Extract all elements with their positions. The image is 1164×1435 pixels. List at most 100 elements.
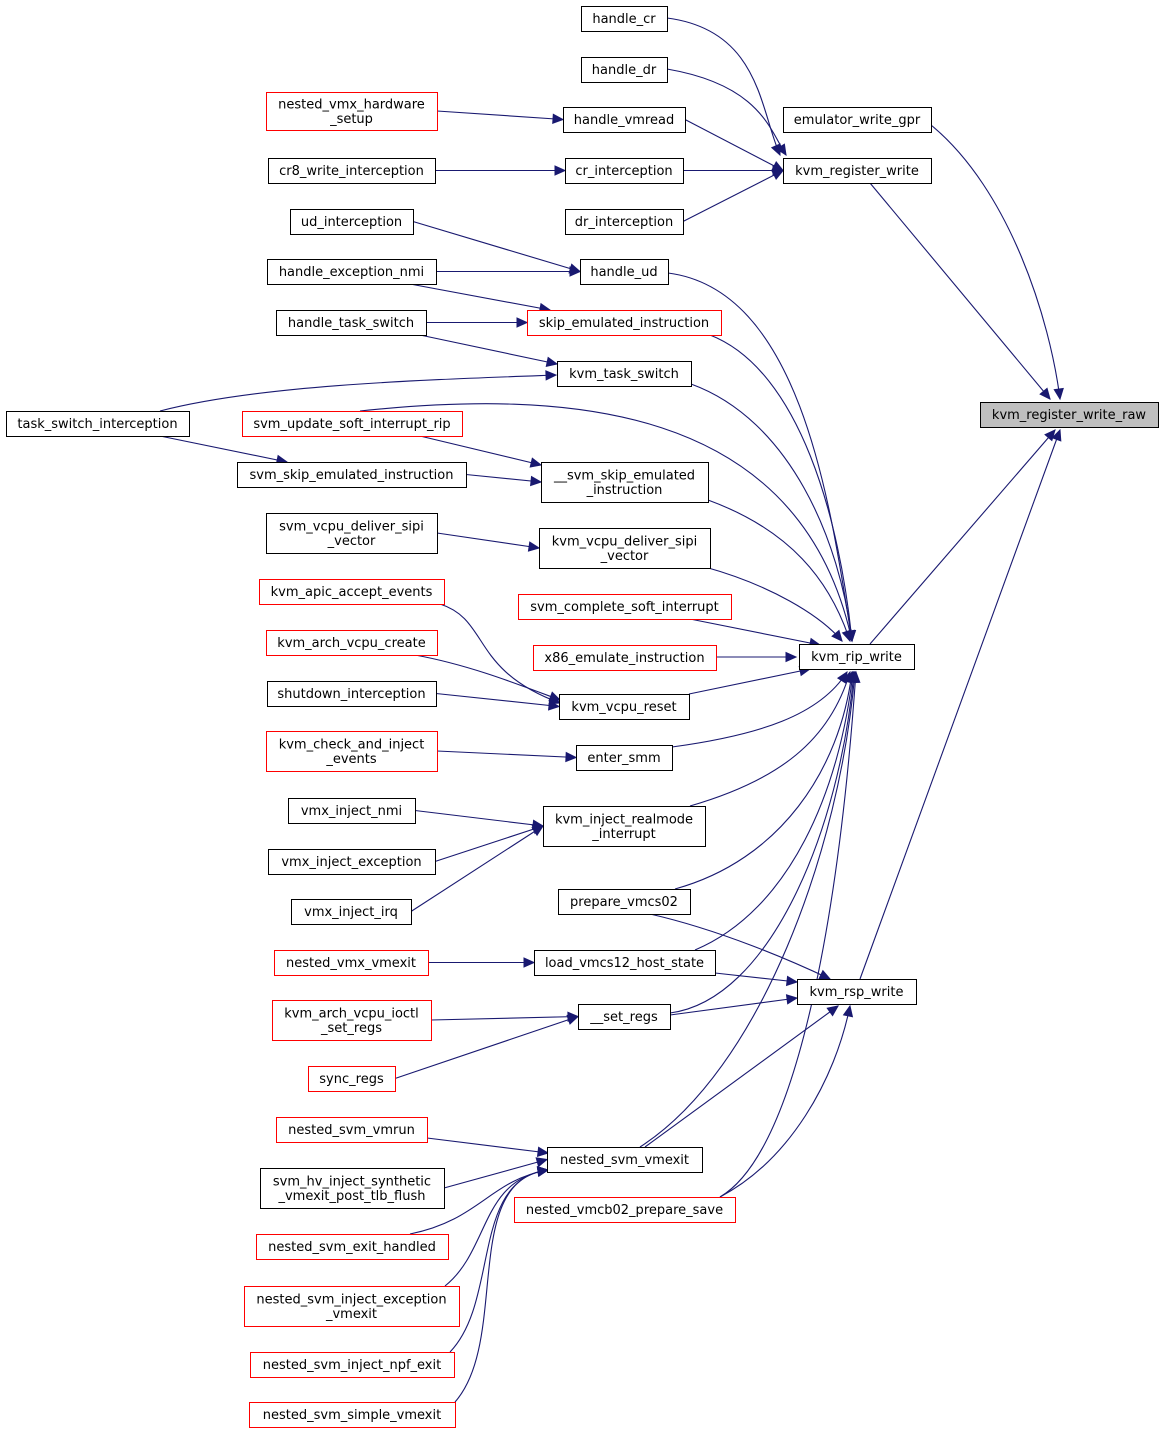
- arrowhead-icon: [531, 825, 545, 837]
- node-prepare-vmcs02[interactable]: prepare_vmcs02: [558, 889, 691, 915]
- node-kvm-arch-vcpu-create[interactable]: kvm_arch_vcpu_create: [266, 630, 438, 656]
- edge-kvm-arch-vcpu-create-to-kvm-vcpu-reset: [414, 654, 562, 702]
- node-box: [272, 1000, 432, 1041]
- node-nested-svm-vmexit[interactable]: nested_svm_vmexit: [547, 1147, 703, 1173]
- edge-line: [666, 17, 781, 156]
- edge-line: [707, 499, 851, 642]
- arrowhead-icon: [545, 356, 559, 367]
- node-handle-ud[interactable]: handle_ud: [580, 259, 669, 285]
- node-label: svm_update_soft_interrupt_rip: [253, 417, 450, 432]
- node-svm-hv-inject-synthetic-vmexit-post-tlb-flush[interactable]: svm_hv_inject_synthetic_vmexit_post_tlb_…: [260, 1168, 445, 1209]
- edge-svm-hv-inject-synthetic-vmexit-post-tlb-flush-to-nested-svm-vmexit: [443, 1157, 549, 1189]
- node-kvm-rsp-write[interactable]: kvm_rsp_write: [797, 979, 917, 1005]
- node-label: nested_svm_simple_vmexit: [263, 1408, 441, 1423]
- edge-vmx-inject-exception-to-kvm-inject-realmode-interrupt: [434, 824, 545, 863]
- edge-line: [669, 671, 855, 1014]
- node-handle-task-switch[interactable]: handle_task_switch: [276, 310, 427, 336]
- node-handle-vmread[interactable]: handle_vmread: [563, 107, 686, 133]
- arrowhead-icon: [1044, 429, 1056, 442]
- node-vmx-inject-exception[interactable]: vmx_inject_exception: [268, 849, 436, 875]
- node-box: [565, 209, 684, 235]
- node-label: kvm_vcpu_deliver_sipi_vector: [552, 534, 697, 564]
- node-label: handle_ud: [590, 265, 657, 280]
- node-box: [267, 259, 437, 285]
- node-cr8-write-interception[interactable]: cr8_write_interception: [268, 158, 436, 184]
- node-kvm-vcpu-deliver-sipi-vector[interactable]: kvm_vcpu_deliver_sipi_vector: [539, 528, 711, 569]
- node-kvm-inject-realmode-interrupt[interactable]: kvm_inject_realmode_interrupt: [543, 806, 706, 847]
- arrowhead-icon: [535, 1157, 549, 1168]
- node-handle-exception-nmi[interactable]: handle_exception_nmi: [267, 259, 437, 285]
- node-task-switch-interception[interactable]: task_switch_interception: [6, 411, 190, 437]
- node-sync-regs[interactable]: sync_regs: [308, 1066, 396, 1092]
- edge-line: [439, 603, 561, 704]
- arrowhead-icon: [850, 670, 861, 683]
- node-dr-interception[interactable]: dr_interception: [565, 209, 684, 235]
- node-handle-dr[interactable]: handle_dr: [581, 57, 668, 83]
- node-label: handle_dr: [592, 63, 657, 78]
- node-box: [260, 1168, 445, 1209]
- edge-line: [414, 654, 561, 701]
- node-label: kvm_apic_accept_events: [271, 585, 433, 600]
- edge-line: [410, 825, 544, 912]
- node-nested-svm-simple-vmexit[interactable]: nested_svm_simple_vmexit: [249, 1402, 456, 1428]
- node-svm-skip-emulated-instruction[interactable]: svm_skip_emulated_instruction: [237, 462, 467, 488]
- node-nested-vmx-vmexit[interactable]: nested_vmx_vmexit: [274, 950, 429, 976]
- edge-kvm-inject-realmode-interrupt-to-kvm-rip-write: [689, 670, 853, 807]
- node---svm-skip-emulated-instruction[interactable]: __svm_skip_emulated_instruction: [541, 462, 709, 503]
- edge-handle-dr-to-kvm-register-write: [666, 68, 787, 157]
- node-shutdown-interception[interactable]: shutdown_interception: [267, 681, 437, 707]
- node-x86-emulate-instruction[interactable]: x86_emulate_instruction: [533, 645, 717, 671]
- node-kvm-arch-vcpu-ioctl-set-regs[interactable]: kvm_arch_vcpu_ioctl_set_regs: [272, 1000, 432, 1041]
- node-svm-complete-soft-interrupt[interactable]: svm_complete_soft_interrupt: [518, 594, 732, 620]
- node-label: dr_interception: [575, 215, 673, 230]
- node-label: kvm_arch_vcpu_ioctl_set_regs: [284, 1006, 419, 1036]
- node-nested-svm-inject-npf-exit[interactable]: nested_svm_inject_npf_exit: [250, 1352, 455, 1378]
- node-handle-cr[interactable]: handle_cr: [581, 6, 668, 32]
- node-nested-vmx-hardware-setup[interactable]: nested_vmx_hardware_setup: [266, 92, 438, 131]
- node-enter-smm[interactable]: enter_smm: [576, 745, 673, 771]
- node-load-vmcs12-host-state[interactable]: load_vmcs12_host_state: [534, 950, 716, 976]
- edge-line: [436, 532, 540, 549]
- node-box: [250, 1352, 455, 1378]
- node-kvm-rip-write[interactable]: kvm_rip_write: [799, 644, 915, 670]
- edge-nested-svm-inject-exception-vmexit-to-nested-svm-vmexit: [444, 1166, 550, 1287]
- node-ud-interception[interactable]: ud_interception: [290, 209, 414, 235]
- edge-task-switch-interception-to-kvm-task-switch: [159, 370, 558, 412]
- arrowhead-icon: [775, 143, 787, 157]
- edge-line: [694, 671, 854, 951]
- node---set-regs[interactable]: __set_regs: [578, 1004, 671, 1030]
- node-skip-emulated-instruction[interactable]: skip_emulated_instruction: [527, 310, 722, 336]
- node-box: [276, 1117, 428, 1143]
- node-kvm-apic-accept-events[interactable]: kvm_apic_accept_events: [259, 579, 445, 605]
- edge-line: [684, 119, 784, 171]
- arrowhead-icon: [771, 169, 785, 180]
- node-vmx-inject-nmi[interactable]: vmx_inject_nmi: [288, 798, 416, 824]
- node-vmx-inject-irq[interactable]: vmx_inject_irq: [291, 899, 412, 925]
- node-nested-svm-exit-handled[interactable]: nested_svm_exit_handled: [256, 1234, 449, 1260]
- node-kvm-vcpu-reset[interactable]: kvm_vcpu_reset: [559, 694, 690, 720]
- node-kvm-check-and-inject-events[interactable]: kvm_check_and_inject_events: [266, 731, 438, 772]
- node-box: [266, 92, 438, 131]
- node-nested-svm-vmrun[interactable]: nested_svm_vmrun: [276, 1117, 428, 1143]
- edge-line: [414, 809, 544, 827]
- node-emulator-write-gpr[interactable]: emulator_write_gpr: [783, 107, 932, 133]
- node-cr-interception[interactable]: cr_interception: [565, 158, 684, 184]
- node-nested-svm-inject-exception-vmexit[interactable]: nested_svm_inject_exception_vmexit: [244, 1286, 460, 1327]
- node-kvm-register-write[interactable]: kvm_register_write: [783, 158, 932, 184]
- node-kvm-task-switch[interactable]: kvm_task_switch: [557, 361, 692, 387]
- node-kvm-register-write-raw[interactable]: kvm_register_write_raw: [980, 402, 1159, 428]
- edge-kvm-rip-write-to-kvm-register-write-raw: [869, 429, 1056, 645]
- node-box: [543, 806, 706, 847]
- node-label: nested_vmx_hardware_setup: [278, 97, 425, 127]
- node-svm-update-soft-interrupt-rip[interactable]: svm_update_soft_interrupt_rip: [242, 411, 463, 437]
- node-svm-vcpu-deliver-sipi-vector[interactable]: svm_vcpu_deliver_sipi_vector: [266, 513, 438, 554]
- edge-line: [436, 110, 564, 121]
- edge-kvm-check-and-inject-events-to-enter-smm: [436, 750, 578, 763]
- arrowhead-icon: [523, 957, 536, 968]
- edge-kvm-rsp-write-to-kvm-register-write-raw: [859, 428, 1062, 980]
- edge-line: [159, 374, 557, 412]
- node-nested-vmcb02-prepare-save[interactable]: nested_vmcb02_prepare_save: [514, 1197, 736, 1223]
- arrowhead-icon: [1051, 428, 1062, 442]
- edge-kvm-vcpu-deliver-sipi-vector-to-kvm-rip-write: [704, 566, 843, 642]
- node-label: svm_skip_emulated_instruction: [250, 468, 454, 483]
